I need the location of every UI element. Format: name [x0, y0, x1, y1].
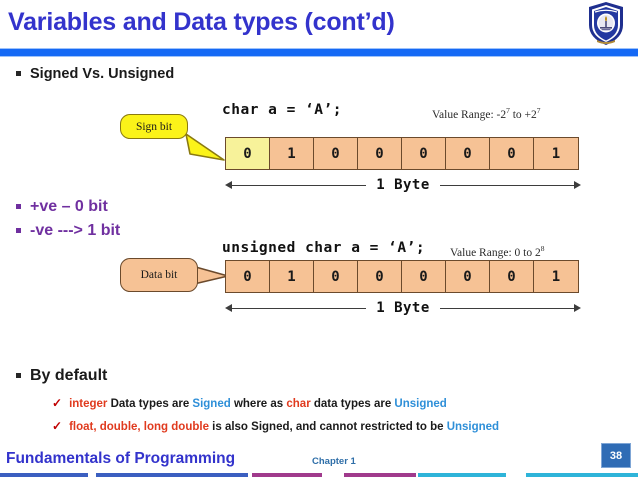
bullet-negative-bit: -ve ---> 1 bit [16, 222, 120, 240]
byte-cell: 0 [446, 138, 490, 169]
signed-range-exponent-1: 7 [506, 106, 510, 115]
integer-text-3: data types are [310, 398, 395, 410]
byte-cell: 0 [314, 138, 358, 169]
byte-cell: 1 [270, 138, 314, 169]
bullet-by-default: By default [16, 367, 107, 385]
bullet-positive-bit: +ve – 0 bit [16, 198, 108, 216]
bar-segment-cyan-1 [418, 472, 506, 477]
bar-segment-purple-2 [344, 472, 416, 477]
sign-bit-callout-label: Sign bit [135, 120, 173, 133]
signed-range-mid: to +2 [509, 108, 537, 121]
check-icon: ✓ [52, 396, 63, 410]
unsigned-value-range-label: Value Range: 0 to 28 [450, 244, 544, 259]
byte-representation-diagram: char a = ‘A’; Value Range: -27 to +27 Si… [110, 92, 610, 345]
float-keywords: float, double, long double [69, 421, 209, 433]
unsigned-code-label: unsigned char a = ‘A’; [222, 240, 426, 256]
bullet-square-icon [16, 228, 21, 233]
byte-cell: 0 [358, 261, 402, 292]
measure-line-right [439, 307, 575, 309]
bar-gap [88, 473, 96, 477]
unsigned-one-byte-measure: 1 Byte [225, 300, 582, 316]
bar-segment-blue-1 [0, 472, 88, 477]
byte-cell: 1 [534, 261, 578, 292]
bullet-signed-vs-unsigned-label: Signed Vs. Unsigned [30, 66, 175, 82]
measure-line-left [232, 307, 367, 309]
bullet-positive-bit-label: +ve – 0 bit [30, 198, 108, 215]
signed-keyword: Signed [192, 398, 231, 410]
arrow-right-icon [574, 304, 582, 312]
slide-number-badge: 38 [601, 443, 631, 468]
sub-bullet-integer-signed: ✓ integer Data types are Signed where as… [52, 396, 447, 410]
unsigned-keyword: Unsigned [394, 398, 447, 410]
bar-segment-purple-1 [252, 472, 322, 477]
measure-line-right [439, 184, 575, 186]
data-bit-callout-label: Data bit [140, 269, 178, 281]
byte-cell: 0 [402, 261, 446, 292]
byte-cell: 1 [270, 261, 314, 292]
byte-cell: 0 [490, 138, 534, 169]
arrow-left-icon [225, 181, 232, 189]
signed-byte-strip: 0 1 0 0 0 0 0 1 [225, 137, 579, 170]
signed-one-byte-measure: 1 Byte [225, 177, 582, 193]
unsigned-keyword: Unsigned [446, 421, 500, 433]
footer-decorative-bar [0, 471, 638, 478]
bar-gap [322, 473, 344, 477]
arrow-left-icon [225, 304, 232, 312]
bullet-square-icon [16, 204, 21, 209]
byte-cell: 0 [314, 261, 358, 292]
bullet-negative-bit-label: -ve ---> 1 bit [30, 222, 121, 239]
bar-gap [506, 473, 526, 477]
footer-chapter-label: Chapter 1 [312, 456, 356, 467]
bullet-square-icon [16, 71, 21, 76]
byte-cell: 0 [226, 261, 270, 292]
sign-bit-callout-tail-icon [185, 133, 225, 161]
integer-text-2: where as [230, 398, 287, 410]
float-text-1: is also Signed, and cannot restricted to… [208, 421, 447, 433]
bar-segment-cyan-2 [526, 472, 638, 477]
title-divider-rule [0, 48, 638, 57]
bullet-signed-vs-unsigned: Signed Vs. Unsigned [16, 66, 174, 82]
byte-cell: 1 [534, 138, 578, 169]
data-bit-callout: Data bit [120, 258, 198, 292]
integer-keyword: integer [69, 398, 108, 410]
arrow-right-icon [574, 181, 582, 189]
char-keyword: char [286, 398, 311, 410]
byte-cell: 0 [490, 261, 534, 292]
byte-cell: 0 [446, 261, 490, 292]
signed-value-range-label: Value Range: -27 to +27 [432, 106, 541, 121]
byte-cell: 0 [402, 138, 446, 169]
unsigned-range-prefix: Value Range: 0 to 2 [450, 246, 541, 259]
unsigned-byte-strip: 0 1 0 0 0 0 0 1 [225, 260, 579, 293]
signed-code-label: char a = ‘A’; [222, 102, 342, 118]
signed-range-prefix: Value Range: -2 [432, 108, 507, 121]
sub-bullet-float-signed: ✓ float, double, long double is also Sig… [52, 419, 499, 433]
signed-one-byte-label: 1 Byte [376, 177, 430, 193]
unsigned-one-byte-label: 1 Byte [376, 300, 430, 316]
bar-segment-blue-2 [96, 472, 248, 477]
byte-cell: 0 [226, 138, 270, 169]
check-icon: ✓ [52, 419, 63, 433]
integer-text-1: Data types are [107, 398, 193, 410]
bullet-square-icon [16, 373, 21, 378]
footer-course-title: Fundamentals of Programming [6, 450, 236, 467]
measure-line-left [232, 184, 367, 186]
unsigned-range-exponent: 8 [540, 244, 545, 253]
page-title: Variables and Data types (cont’d) [8, 8, 395, 36]
university-shield-logo [586, 1, 626, 46]
byte-cell: 0 [358, 138, 402, 169]
signed-range-exponent-2: 7 [536, 106, 541, 115]
bullet-by-default-label: By default [30, 367, 108, 384]
sign-bit-callout: Sign bit [120, 114, 188, 139]
